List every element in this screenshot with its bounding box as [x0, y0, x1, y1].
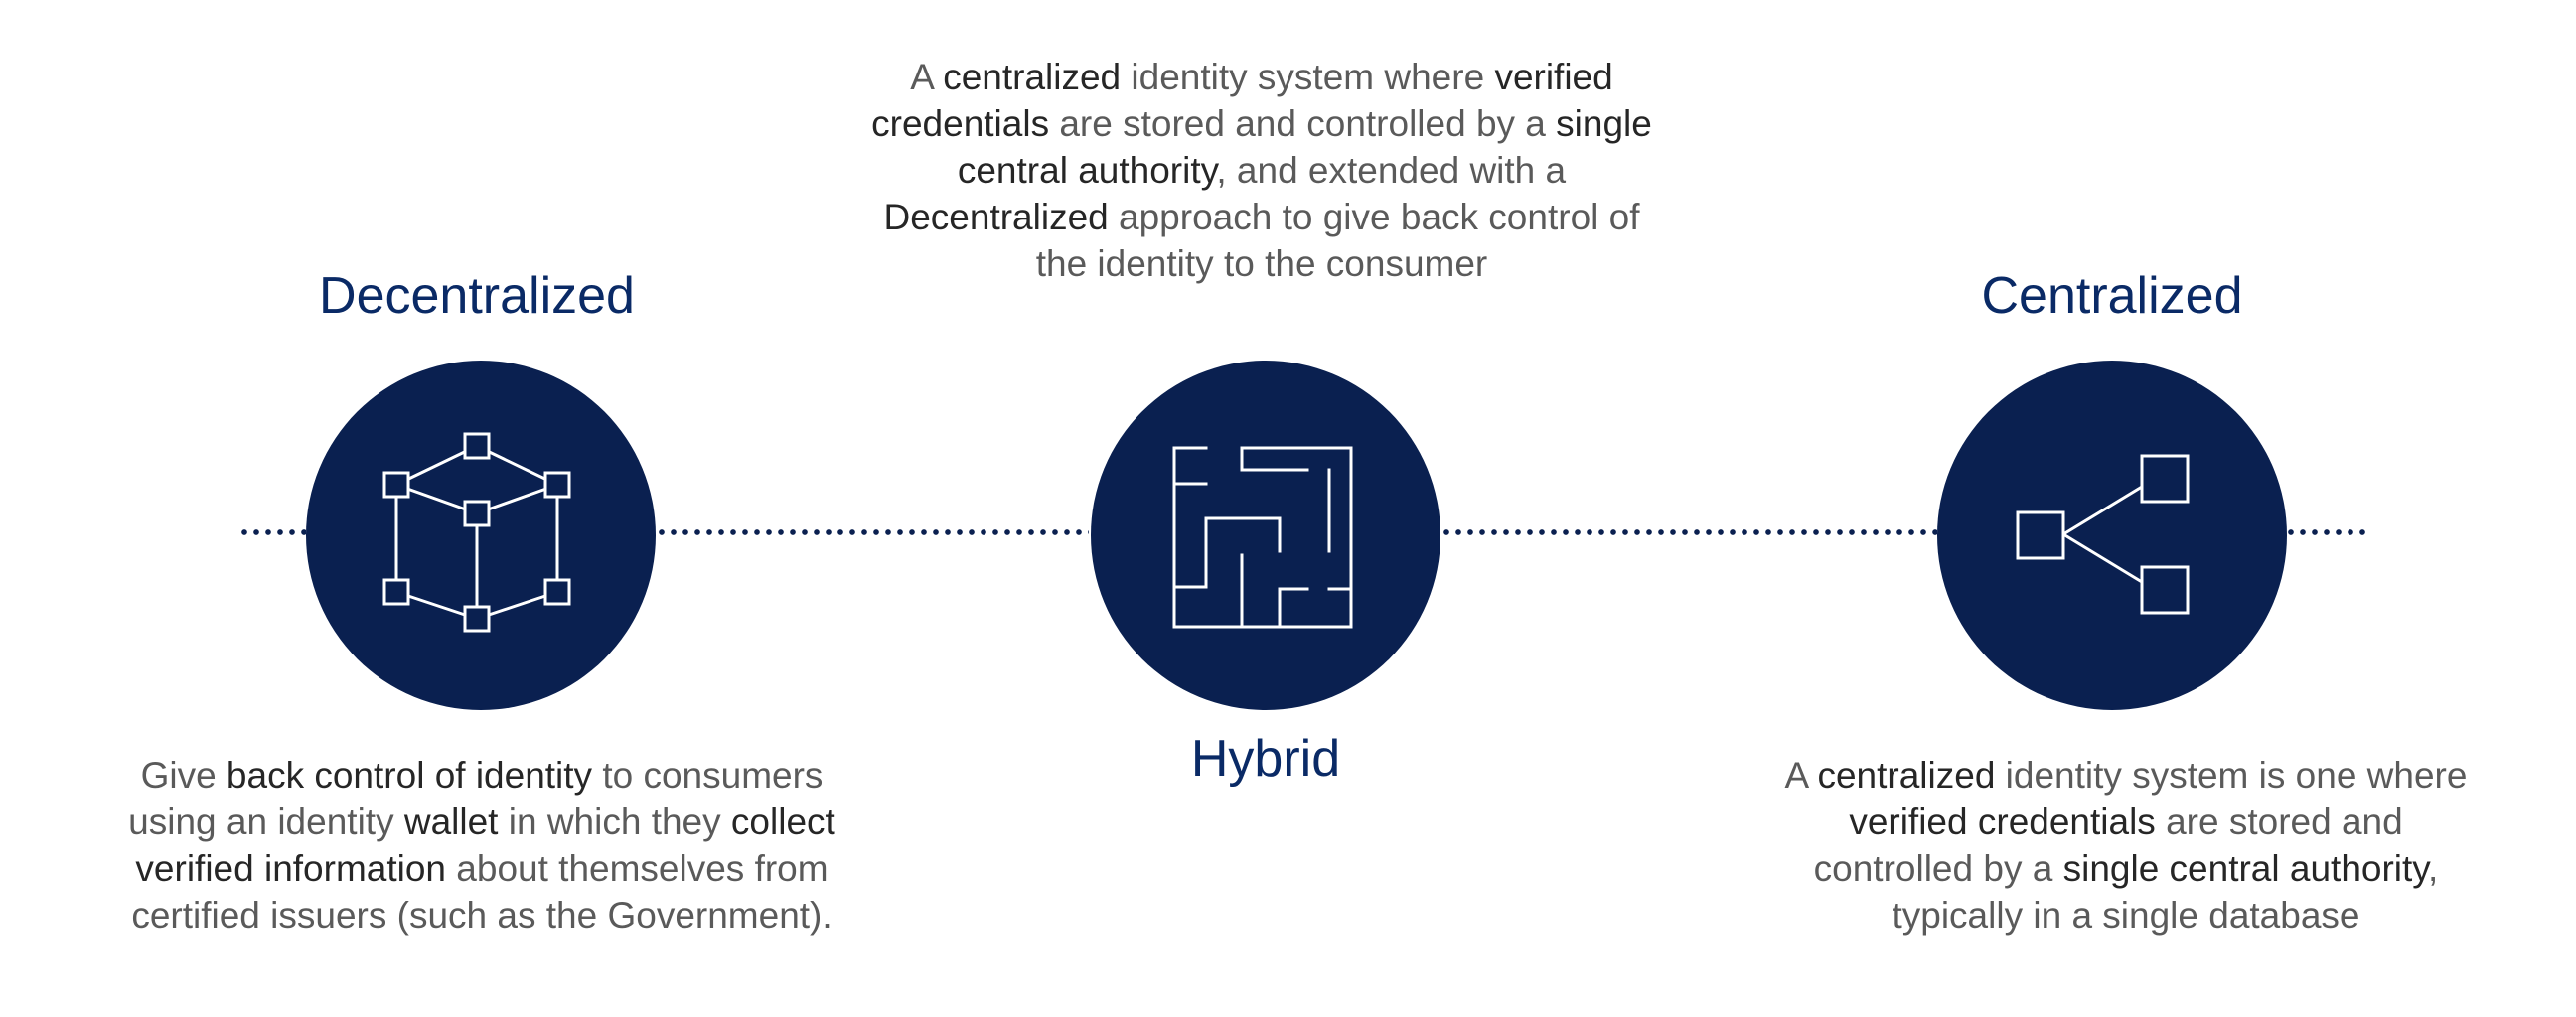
emphasis-text: verified credentials — [1849, 801, 2156, 842]
cube-network-icon — [382, 432, 571, 633]
connector-line-left — [238, 529, 306, 535]
emphasis-text: centralized — [1817, 755, 1996, 796]
description-text: to consumers using an identity — [128, 755, 824, 842]
description-text: A — [1784, 755, 1818, 796]
description-text: approach to give back control of the ide… — [1035, 197, 1640, 284]
description-text: identity system is one where — [1995, 755, 2468, 796]
connector-line-middle-left — [656, 529, 1089, 535]
hybrid-title: Hybrid — [1190, 730, 1341, 788]
emphasis-text: verified credentials — [871, 57, 1613, 144]
connector-line-middle-right — [1440, 529, 1937, 535]
description-text: Give — [140, 755, 227, 796]
description-text: A — [910, 57, 944, 97]
centralized-description: A centralized identity system is one whe… — [1768, 752, 2484, 939]
description-text: are stored and controlled by a — [1049, 103, 1557, 144]
description-text: identity system where — [1121, 57, 1495, 97]
description-text: are stored and controlled by a — [1813, 801, 2403, 889]
emphasis-text: centralized — [943, 57, 1122, 97]
centralized-node — [1937, 361, 2287, 710]
connector-line-right — [2285, 529, 2368, 535]
emphasis-text: collect verified information — [135, 801, 835, 889]
hybrid-description: A centralized identity system where veri… — [854, 54, 1669, 287]
description-text: about themselves from certified issuers … — [131, 848, 833, 936]
share-tree-icon — [2016, 454, 2190, 615]
emphasis-text: back control of identity — [226, 755, 593, 796]
description-text: in which they — [498, 801, 731, 842]
emphasis-text: wallet — [403, 801, 499, 842]
maze-icon — [1172, 446, 1353, 629]
decentralized-title: Decentralized — [319, 267, 635, 325]
emphasis-text: single central authority — [2062, 848, 2429, 889]
decentralized-description: Give back control of identity to consume… — [94, 752, 869, 939]
description-text: , typically in a single database — [1892, 848, 2439, 936]
hybrid-node — [1091, 361, 1440, 710]
emphasis-text: Decentralized — [883, 197, 1109, 237]
centralized-title: Centralized — [1981, 267, 2243, 325]
emphasis-text: single central authority — [957, 103, 1652, 191]
decentralized-node — [306, 361, 656, 710]
description-text: , and extended with a — [1216, 150, 1567, 191]
